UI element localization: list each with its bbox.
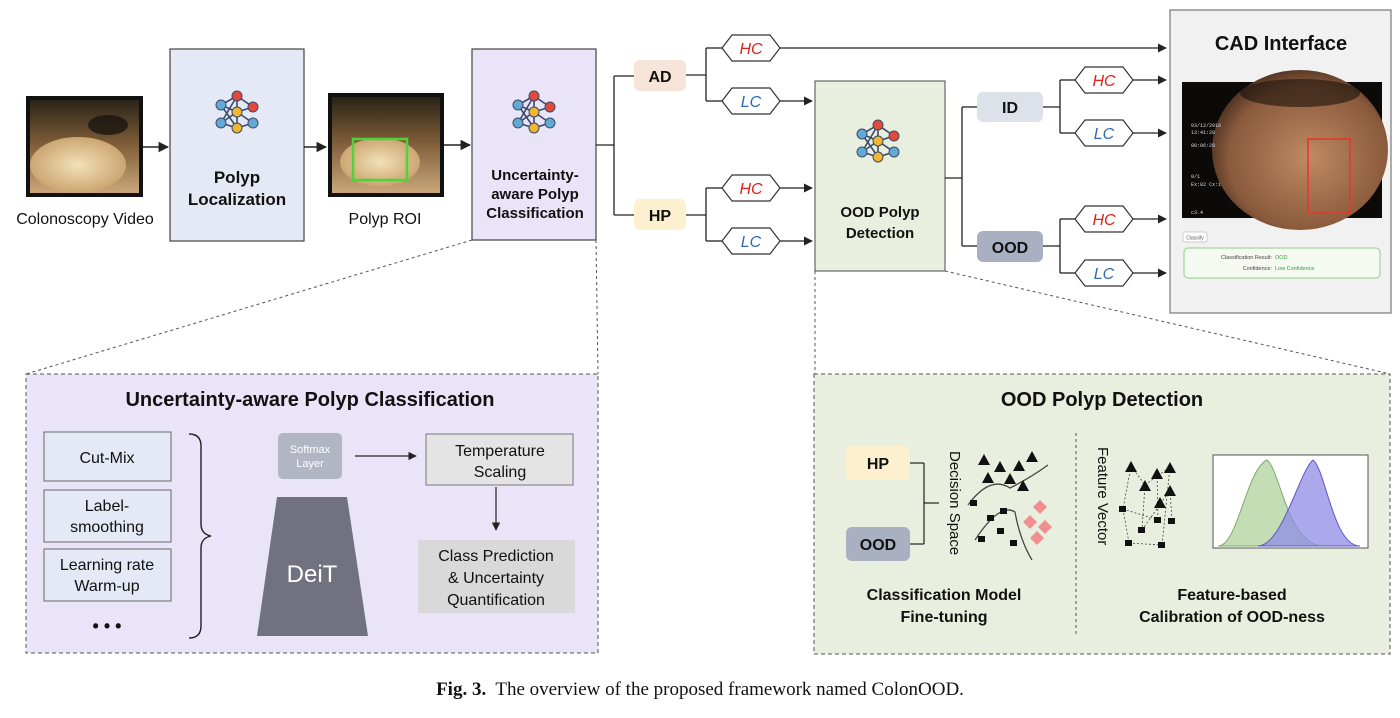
ood-right-caption-1: Feature-based bbox=[1177, 587, 1286, 604]
roi-bounding-box bbox=[351, 137, 409, 182]
id-box bbox=[977, 92, 1043, 122]
ood-panel-hp-label: HP bbox=[867, 456, 890, 473]
lc-label: LC bbox=[1094, 126, 1115, 143]
cad-classify-button-label: Classify bbox=[1186, 236, 1204, 242]
cad-detection-box bbox=[1307, 138, 1351, 214]
feature-vector-label: Feature Vector bbox=[1094, 447, 1111, 545]
prediction-label-1: Class Prediction bbox=[438, 548, 554, 565]
classification-label-2: aware Polyp bbox=[491, 186, 579, 203]
classification-label-1: Uncertainty- bbox=[491, 167, 579, 184]
hc-label: HC bbox=[739, 41, 763, 58]
ad-label: AD bbox=[648, 69, 671, 86]
figure-caption-text: The overview of the proposed framework n… bbox=[495, 679, 964, 700]
figure-caption-label: Fig. 3. bbox=[436, 679, 487, 700]
cad-timestamp-2: 13:41:28 bbox=[1191, 130, 1215, 136]
hc-label: HC bbox=[1092, 212, 1116, 229]
ood-score-distribution bbox=[1212, 454, 1369, 549]
cad-side-text-1: 0/1 bbox=[1191, 174, 1200, 180]
lc-label: LC bbox=[741, 94, 762, 111]
technique-warmup-2: Warm-up bbox=[74, 578, 139, 595]
cad-confidence-value: Low Confidence bbox=[1275, 266, 1314, 272]
ood-detection-label-2: Detection bbox=[846, 225, 914, 242]
ood-panel-title: OOD Polyp Detection bbox=[1001, 389, 1203, 411]
roi-label: Polyp ROI bbox=[349, 211, 422, 228]
prediction-label-3: Quantification bbox=[447, 592, 545, 609]
deit-label: DeiT bbox=[287, 561, 338, 588]
lc-label: LC bbox=[741, 234, 762, 251]
input-label: Colonoscopy Video bbox=[16, 211, 154, 228]
localization-label-1: Polyp bbox=[214, 168, 260, 187]
temperature-label-1: Temperature bbox=[455, 443, 545, 460]
colonoscopy-image bbox=[26, 96, 143, 197]
lc-label: LC bbox=[1094, 266, 1115, 283]
technique-ellipsis: • • • bbox=[93, 616, 122, 636]
hc-label: HC bbox=[1092, 73, 1116, 90]
localization-label-2: Localization bbox=[188, 190, 286, 209]
ood-panel-ood-box bbox=[846, 527, 910, 561]
cad-bottom-left-text: c3.4 bbox=[1191, 210, 1203, 216]
technique-box bbox=[43, 548, 172, 602]
ood-box bbox=[977, 231, 1043, 262]
classification-panel-title: Uncertainty-aware Polyp Classification bbox=[125, 389, 494, 411]
cad-side-text-2: Ex:82 Cx:1 bbox=[1191, 182, 1221, 188]
hc-label: HC bbox=[739, 181, 763, 198]
ood-panel-ood-label: OOD bbox=[860, 537, 896, 554]
ood-label: OOD bbox=[992, 240, 1028, 257]
technique-box bbox=[43, 489, 172, 543]
classification-label-3: Classification bbox=[486, 205, 584, 222]
technique-label-smoothing-2: smoothing bbox=[70, 519, 144, 536]
cad-timestamp-3: 00:06:20 bbox=[1191, 143, 1215, 149]
technique-warmup-1: Learning rate bbox=[60, 557, 154, 574]
softmax-label-1: Softmax bbox=[290, 444, 331, 456]
technique-cutmix-label: Cut-Mix bbox=[79, 450, 134, 467]
technique-box bbox=[43, 431, 172, 482]
deit-model-trapezoid bbox=[257, 497, 368, 636]
feature-vector-plot bbox=[1119, 461, 1176, 548]
brace bbox=[188, 433, 212, 639]
cad-timestamp-1: 03/12/2018 bbox=[1191, 123, 1221, 129]
decision-space-plot bbox=[967, 451, 1052, 561]
ood-left-caption-2: Fine-tuning bbox=[900, 609, 987, 626]
decision-space-label: Decision Space bbox=[946, 451, 963, 555]
temperature-scaling-box bbox=[425, 433, 574, 486]
id-label: ID bbox=[1002, 100, 1018, 117]
softmax-layer-box bbox=[278, 433, 342, 479]
prediction-box bbox=[418, 540, 575, 613]
hp-box bbox=[634, 199, 686, 230]
softmax-label-2: Layer bbox=[296, 458, 324, 470]
ad-box bbox=[634, 60, 686, 91]
cad-endoscopy-view: 03/12/2018 13:41:28 00:06:20 0/1 Ex:82 C… bbox=[1182, 70, 1388, 230]
polyp-roi-image bbox=[328, 93, 444, 197]
cad-result-value: OOD bbox=[1275, 255, 1288, 261]
technique-label-smoothing-1: Label- bbox=[85, 498, 129, 515]
temperature-label-2: Scaling bbox=[474, 464, 526, 481]
hp-label: HP bbox=[649, 208, 672, 225]
cad-result-label: Classification Result: bbox=[1221, 255, 1273, 261]
ood-detection-box bbox=[814, 80, 946, 272]
prediction-label-2: & Uncertainty bbox=[448, 570, 544, 587]
cad-classify-button[interactable] bbox=[1182, 231, 1208, 243]
polyp-localization-box bbox=[169, 48, 305, 242]
cad-title: CAD Interface bbox=[1215, 33, 1347, 55]
cad-confidence-label: Confidence: bbox=[1243, 266, 1273, 272]
ood-detection-label-1: OOD Polyp bbox=[840, 204, 919, 221]
ood-right-caption-2: Calibration of OOD-ness bbox=[1139, 609, 1325, 626]
classification-box bbox=[471, 48, 597, 241]
cad-result-card bbox=[1183, 247, 1381, 279]
figure-caption: Fig. 3. The overview of the proposed fra… bbox=[0, 679, 1400, 701]
ood-left-caption-1: Classification Model bbox=[867, 587, 1022, 604]
ood-panel-hp-box bbox=[846, 446, 910, 480]
